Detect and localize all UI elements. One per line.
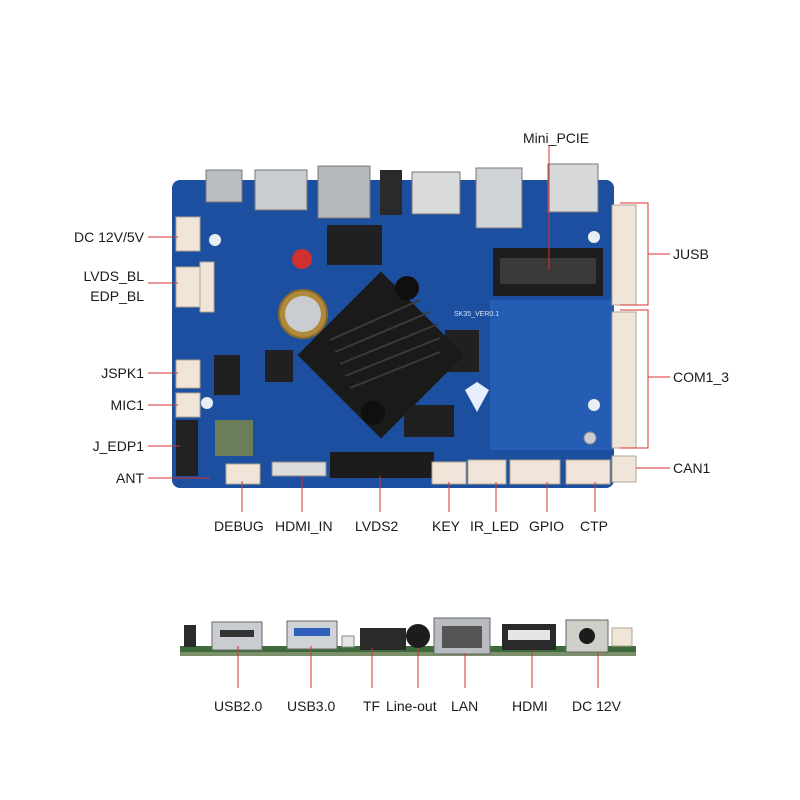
callout-lines [148,146,670,512]
usb2-port-top [547,163,599,213]
tf-slot-top [411,171,461,215]
side-tf-slot [360,628,406,650]
label-usb2: USB2.0 [214,698,263,714]
side-view-board [180,617,636,656]
top-view-board: SK35_VER0.1 [172,163,637,488]
label-hdmi: HDMI [512,698,548,714]
label-com1-3: COM1_3 [673,369,730,385]
label-key: KEY [432,518,461,534]
usb3-port-top [475,167,523,229]
label-debug: DEBUG [214,518,264,534]
label-lvds-bl: LVDS_BL [83,268,144,284]
label-edp-bl: EDP_BL [90,288,144,304]
label-tf: TF [363,698,381,714]
label-lan: LAN [451,698,479,714]
label-mic1: MIC1 [110,397,144,413]
side-pcb [180,646,636,655]
label-hdmi-in: HDMI_IN [275,518,333,534]
label-jspk1: JSPK1 [101,365,144,381]
label-ir-led: IR_LED [470,518,520,534]
label-dc-12v-5v: DC 12V/5V [73,229,144,245]
label-can1: CAN1 [673,460,711,476]
hdmi-port-top [254,169,308,211]
heatsink [297,271,465,439]
label-ant: ANT [116,470,144,486]
pcb-silkscreen: SK35_VER0.1 [454,311,499,318]
label-jusb: JUSB [673,246,709,262]
label-usb3: USB3.0 [287,698,336,714]
label-gpio: GPIO [529,518,565,534]
audio-jack-top [380,170,402,215]
side-callout-lines [237,646,599,688]
label-mini-pcie: Mini_PCIE [523,130,590,146]
label-dc-12v: DC 12V [572,698,622,714]
dc-jack-top [205,169,243,203]
board-logo [465,382,489,412]
label-lvds2: LVDS2 [355,518,399,534]
label-ctp: CTP [580,518,608,534]
side-audio-jack [406,624,430,648]
label-line-out: Line-out [386,698,437,714]
lan-port-top [317,165,371,219]
label-j-edp1: J_EDP1 [92,438,144,454]
